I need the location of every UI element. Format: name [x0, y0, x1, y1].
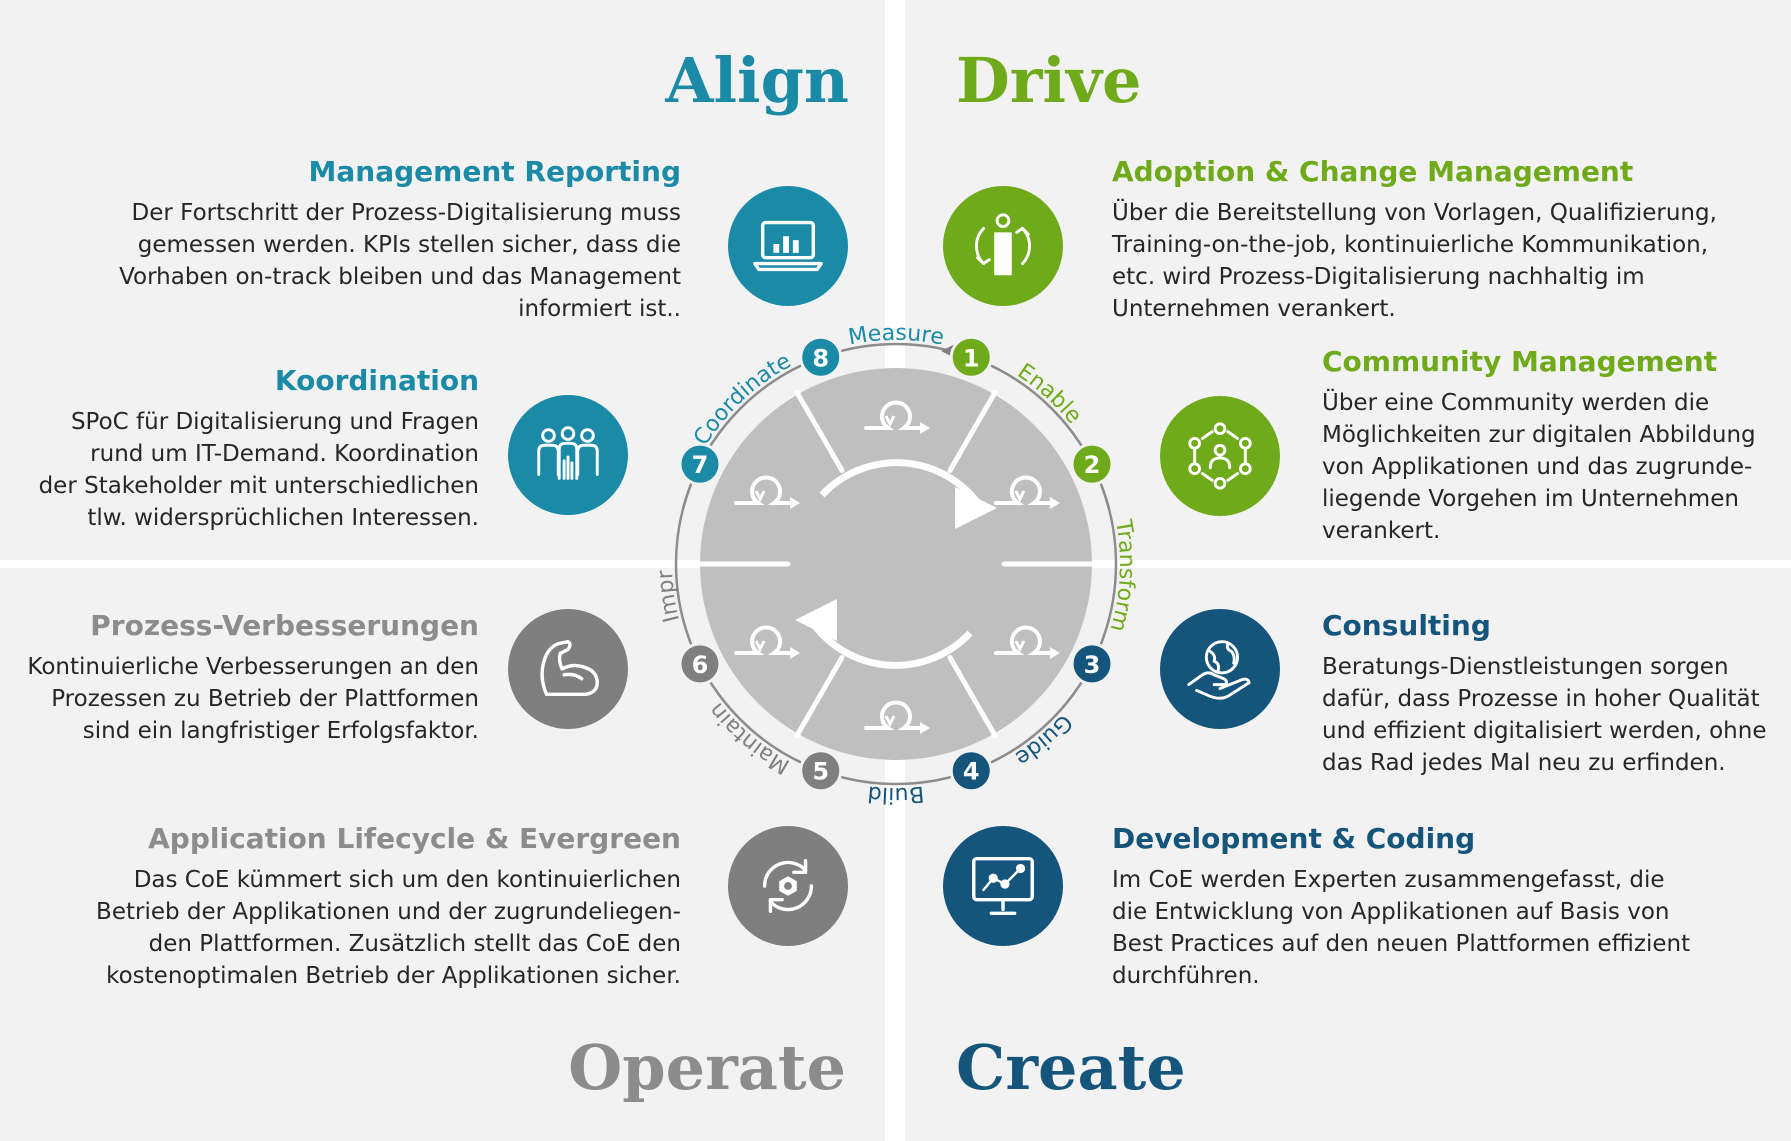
step-label-measure: Measure — [846, 321, 945, 351]
block-line: Betrieb der Applikationen und der zugrun… — [96, 899, 681, 925]
block-line: Unternehmen verankert. — [1112, 296, 1396, 322]
block-community-management: Community Management Über eine Community… — [1322, 345, 1756, 547]
inner-disc — [700, 368, 1092, 760]
block-line: Prozessen zu Betrieb der Plattformen — [51, 686, 479, 712]
community-network-icon — [1160, 396, 1280, 516]
block-line: von Applikationen und das zugrunde- — [1322, 454, 1753, 480]
block-line: liegende Vorgehen im Unternehmen — [1322, 486, 1739, 512]
step-label-guide: Guide — [1011, 709, 1077, 770]
muscle-arm-icon — [508, 609, 628, 729]
step-number-1: 1 — [963, 344, 980, 372]
iteration-loop-icon — [993, 475, 1060, 509]
block-prozess-verbesserungen: Prozess-Verbesserungen Kontinuierliche V… — [27, 609, 479, 747]
quadrant-title-align: Align — [665, 44, 849, 117]
block-koordination: Koordination SPoC für Digitalisierung un… — [39, 364, 479, 534]
step-number-5: 5 — [812, 758, 829, 786]
inner-arrow-bottom — [812, 623, 973, 669]
block-development-coding: Development & Coding Im CoE werden Exper… — [1112, 822, 1690, 992]
block-line: dafür, dass Prozesse in hoher Qualität — [1322, 686, 1760, 712]
globe-hand-icon — [1160, 609, 1280, 729]
quadrant-title-drive: Drive — [956, 44, 1142, 117]
block-application-lifecycle: Application Lifecycle & Evergreen Das Co… — [96, 822, 681, 992]
block-line: Best Practices auf den neuen Plattformen… — [1112, 931, 1691, 957]
step-badge-5 — [799, 749, 843, 793]
block-line: Vorhaben on-track bleiben und das Manage… — [119, 264, 681, 290]
block-line: den Plattformen. Zusätzlich stellt das C… — [148, 931, 681, 957]
monitor-chart-icon — [943, 826, 1063, 946]
block-management-reporting: Management Reporting Der Fortschritt der… — [119, 155, 681, 325]
outer-ring — [674, 342, 1118, 786]
block-line: verankert. — [1322, 518, 1441, 544]
block-title: Development & Coding — [1112, 822, 1476, 855]
inner-arrow-top — [819, 459, 980, 505]
block-line: sind ein langfristiger Erfolgsfaktor. — [82, 718, 479, 744]
block-title: Prozess-Verbesserungen — [90, 609, 479, 642]
step-badge-1 — [949, 335, 993, 379]
block-line: und effizient digitalisiert werden, ohne — [1322, 718, 1767, 744]
step-number-3: 3 — [1084, 651, 1101, 679]
block-title: Management Reporting — [308, 155, 681, 188]
step-badge-8 — [799, 335, 843, 379]
block-line: Training-on-the-job, kontinuierliche Kom… — [1112, 232, 1709, 258]
iteration-loop-icon — [734, 625, 801, 659]
block-line: Kontinuierliche Verbesserungen an den — [27, 654, 479, 680]
block-line: das Rad jedes Mal neu zu erfinden. — [1322, 750, 1726, 776]
block-line: die Entwicklung von Applikationen auf Ba… — [1112, 899, 1670, 925]
segment-divider — [794, 655, 845, 738]
block-line: informiert ist.. — [518, 296, 681, 322]
quadrant-title-create: Create — [956, 1031, 1186, 1104]
block-line: durchführen. — [1112, 963, 1260, 989]
step-badge-3 — [1070, 642, 1114, 686]
step-number-6: 6 — [692, 651, 709, 679]
person-cycle-icon — [943, 186, 1063, 306]
block-line: Das CoE kümmert sich um den kontinuierli… — [133, 867, 681, 893]
iteration-loop-icon — [734, 475, 801, 509]
quadrant-title-operate: Operate — [568, 1031, 846, 1104]
team-icon — [508, 395, 628, 515]
block-line: der Stakeholder mit unterschiedlichen — [38, 473, 479, 499]
block-line: rund um IT-Demand. Koordination — [90, 441, 479, 467]
block-title: Application Lifecycle & Evergreen — [148, 822, 681, 855]
laptop-chart-icon — [728, 186, 848, 306]
block-line: Über die Bereitstellung von Vorlagen, Qu… — [1112, 200, 1717, 226]
block-line: tlw. widersprüchlichen Interessen. — [87, 505, 479, 531]
block-line: etc. wird Prozess-Digitalisierung nachha… — [1112, 264, 1645, 290]
step-number-7: 7 — [692, 451, 709, 479]
step-label-build: Build — [867, 781, 926, 808]
step-badge-4 — [949, 749, 993, 793]
segment-divider — [794, 390, 845, 473]
segment-divider — [947, 655, 998, 738]
iteration-loop-icon — [993, 625, 1060, 659]
block-title: Community Management — [1322, 345, 1718, 378]
step-badge-2 — [1070, 442, 1114, 486]
iteration-loop-icon — [864, 400, 930, 434]
block-line: Beratungs-Dienstleistungen sorgen — [1322, 654, 1729, 680]
step-label-improve: Improve — [0, 0, 685, 625]
block-consulting: Consulting Beratungs-Dienstleistungen so… — [1322, 609, 1767, 779]
step-number-4: 4 — [963, 758, 980, 786]
block-line: gemessen werden. KPIs stellen sicher, da… — [137, 232, 681, 258]
block-line: Im CoE werden Experten zusammengefasst, … — [1112, 867, 1665, 893]
block-title: Koordination — [274, 364, 479, 397]
block-adoption-change-management: Adoption & Change Management Über die Be… — [1112, 155, 1717, 325]
block-line: Möglichkeiten zur digitalen Abbildung — [1322, 422, 1756, 448]
segment-divider — [947, 390, 998, 473]
iteration-loop-icon — [864, 700, 930, 734]
block-line: kostenoptimalen Betrieb der Applikatione… — [106, 963, 681, 989]
block-line: Über eine Community werden die — [1322, 390, 1710, 416]
block-title: Adoption & Change Management — [1112, 155, 1634, 188]
block-line: Der Fortschritt der Prozess-Digitalisier… — [131, 200, 681, 226]
block-line: SPoC für Digitalisierung und Fragen — [70, 409, 479, 435]
block-title: Consulting — [1322, 609, 1491, 642]
step-number-8: 8 — [812, 344, 829, 372]
step-badge-6 — [678, 642, 722, 686]
step-label-transform: Transform — [1105, 517, 1139, 634]
step-number-2: 2 — [1084, 451, 1101, 479]
step-badge-7 — [678, 442, 722, 486]
cycle-nut-icon — [728, 826, 848, 946]
